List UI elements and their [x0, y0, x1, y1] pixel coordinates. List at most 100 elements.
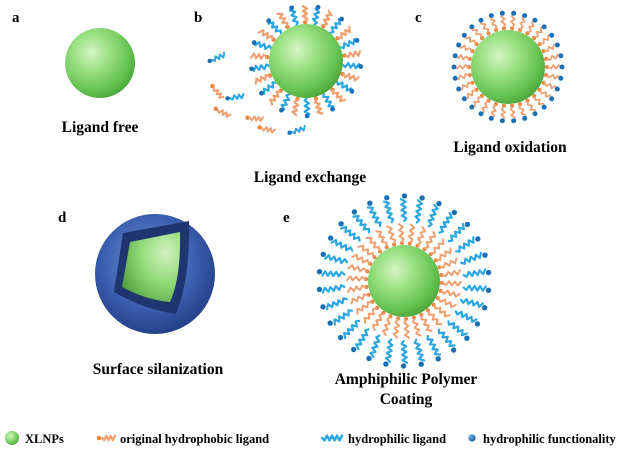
- ligand: [545, 64, 565, 70]
- ligand: [478, 98, 491, 117]
- panel-letter-c: c: [415, 10, 422, 26]
- ligand-shell-b: [249, 4, 364, 119]
- ligand: [411, 315, 426, 367]
- ligand: [320, 251, 370, 274]
- ligand: [518, 13, 528, 32]
- ligand: [499, 103, 506, 124]
- blue-dot-icon: [468, 434, 476, 442]
- ligand: [469, 93, 484, 110]
- ligand: [478, 17, 491, 36]
- ligand: [437, 251, 488, 270]
- panel-a: a Ligand free: [12, 10, 139, 136]
- ligand: [279, 93, 291, 113]
- ligand: [327, 235, 373, 266]
- ligand: [415, 200, 442, 248]
- ligand: [433, 236, 481, 263]
- ligand: [335, 25, 351, 41]
- ligand: [461, 32, 479, 47]
- ligand: [366, 200, 389, 250]
- ligand: [509, 103, 517, 124]
- panel-d: d Surface silanization: [58, 210, 224, 378]
- ligand: [544, 73, 564, 81]
- free-ligand: [257, 125, 277, 134]
- ligand: [456, 80, 475, 92]
- ligand: [342, 50, 362, 59]
- ligand: [301, 5, 309, 25]
- ligand: [452, 53, 472, 61]
- ligand: [291, 96, 300, 117]
- ligand-shell-c: [451, 10, 565, 124]
- panel-c: c Ligand oxidation: [415, 10, 567, 156]
- ligand-shell-e: [316, 193, 492, 369]
- ligand: [312, 4, 321, 26]
- ligand: [532, 24, 547, 41]
- ligand: [461, 87, 479, 102]
- caption-surface-silanization: Surface silanization: [93, 361, 224, 378]
- ligand: [425, 308, 457, 353]
- free-ligand: [287, 125, 306, 135]
- ligand: [451, 64, 471, 70]
- nanoparticle-sphere: [368, 245, 440, 317]
- ligand: [328, 16, 345, 34]
- caption-amphiphilic-line2: Coating: [380, 391, 433, 408]
- legend-item-xlnps: XLNPs: [5, 431, 64, 446]
- ligand: [541, 42, 560, 54]
- ligand: [339, 38, 360, 50]
- panel-b: b Ligand exchange: [194, 4, 366, 186]
- ligand: [537, 32, 555, 47]
- ligand: [383, 316, 401, 367]
- ligand: [499, 10, 507, 31]
- ligand: [276, 12, 290, 30]
- legend-label: hydrophilic ligand: [348, 432, 446, 446]
- caption-ligand-free: Ligand free: [62, 119, 139, 136]
- ligand: [249, 63, 271, 72]
- ligand: [313, 96, 324, 115]
- ligand: [316, 268, 369, 282]
- ligand: [351, 209, 383, 254]
- caption-ligand-oxidation: Ligand oxidation: [453, 139, 567, 156]
- ligand: [320, 292, 371, 311]
- ligand: [544, 53, 564, 61]
- ligand: [257, 29, 276, 42]
- free-ligand: [213, 106, 232, 118]
- legend-label: XLNPs: [25, 432, 64, 446]
- legend-label: original hydrophobic ligand: [120, 432, 269, 446]
- ligand: [525, 17, 538, 36]
- detached-ligands: [207, 51, 306, 135]
- ligand: [350, 310, 386, 353]
- ligand: [269, 88, 283, 106]
- ligand: [488, 13, 498, 32]
- ligand: [327, 299, 375, 326]
- ligand: [537, 87, 555, 102]
- ligand: [340, 71, 360, 82]
- free-ligand: [225, 92, 245, 101]
- ligand: [289, 5, 299, 27]
- caption-amphiphilic-line1: Amphiphilic Polymer: [335, 371, 478, 388]
- legend-item-hydrophilic-ligand: hydrophilic ligand: [320, 432, 446, 446]
- orange-ligand-icon: [96, 434, 117, 442]
- ligand: [428, 221, 471, 257]
- ligand: [341, 61, 364, 70]
- nanoparticle-sphere: [65, 28, 135, 98]
- ligand: [407, 195, 425, 246]
- legend-item-hydrophobic: original hydrophobic ligand: [96, 432, 269, 446]
- ligand: [254, 73, 273, 85]
- ligand: [456, 42, 475, 54]
- free-ligand: [207, 51, 226, 64]
- ligand: [452, 73, 472, 81]
- nanoparticle-core: [122, 232, 181, 302]
- legend: XLNPs original hydrophobic ligand hydrop…: [5, 431, 617, 446]
- ligand: [316, 284, 369, 294]
- ligand: [532, 93, 547, 110]
- blue-ligand-icon: [320, 434, 344, 442]
- ligand: [439, 268, 492, 278]
- ligand: [266, 18, 282, 35]
- ligand: [525, 98, 538, 117]
- ligand: [337, 305, 380, 341]
- panel-e: e Amphiphilic Polymer Coating: [283, 193, 492, 408]
- ligand: [250, 52, 270, 60]
- panel-letter-e: e: [283, 210, 290, 226]
- ligand: [330, 87, 346, 103]
- ligand: [366, 314, 393, 362]
